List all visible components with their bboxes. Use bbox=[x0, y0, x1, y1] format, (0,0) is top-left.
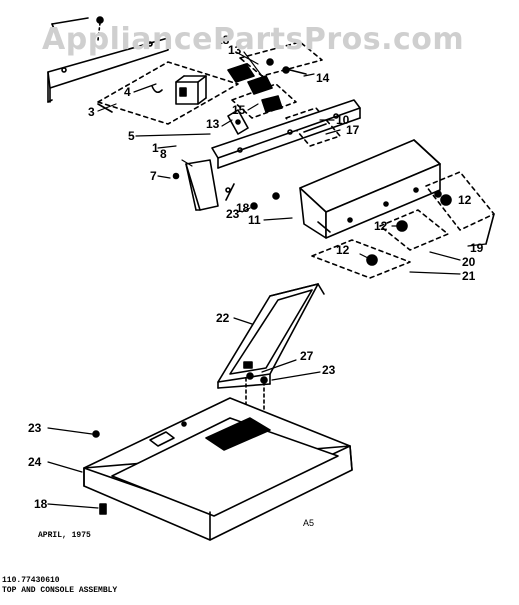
callout-27: 27 bbox=[300, 349, 314, 363]
callout-8: 8 bbox=[160, 147, 167, 161]
rear-bracket bbox=[47, 37, 169, 103]
watermark-text: AppliancePartsPros.com bbox=[42, 22, 465, 57]
callout-3: 3 bbox=[88, 105, 95, 119]
callout-17: 17 bbox=[346, 123, 360, 137]
console-panel bbox=[299, 139, 441, 239]
console-fasteners bbox=[225, 183, 280, 210]
callout-labels: 1 3 4 5 7 8 10 11 12 12 12 13 13 14 15 1… bbox=[28, 33, 484, 511]
dryer-top-panel bbox=[83, 397, 353, 541]
callout-12-a: 12 bbox=[458, 193, 472, 207]
callout-22: 22 bbox=[216, 311, 230, 325]
leader-lines bbox=[47, 51, 487, 509]
callout-19: 19 bbox=[470, 241, 484, 255]
console-end-cap bbox=[172, 159, 219, 211]
callout-23-c: 23 bbox=[28, 421, 42, 435]
lint-screen-panel bbox=[217, 283, 325, 389]
revision-date: APRIL, 1975 bbox=[38, 531, 91, 540]
callout-13-b: 13 bbox=[206, 117, 220, 131]
callout-11: 11 bbox=[248, 213, 261, 227]
console-brackets bbox=[211, 99, 361, 169]
knob-groups bbox=[311, 171, 495, 279]
callout-12-c: 12 bbox=[336, 243, 350, 257]
callout-10: 10 bbox=[336, 113, 350, 127]
callout-24: 24 bbox=[28, 455, 42, 469]
screw-group-top bbox=[227, 41, 323, 95]
callout-15: 15 bbox=[232, 103, 246, 117]
callout-20: 20 bbox=[462, 255, 476, 269]
callout-14: 14 bbox=[316, 71, 330, 85]
callout-5: 5 bbox=[128, 129, 135, 143]
callout-4: 4 bbox=[124, 85, 131, 99]
terminal-block-group bbox=[97, 61, 239, 125]
alignment-lines bbox=[245, 377, 265, 421]
callout-1: 1 bbox=[152, 141, 159, 155]
callout-21: 21 bbox=[462, 269, 476, 283]
callout-7: 7 bbox=[150, 169, 157, 183]
top-screws bbox=[51, 16, 104, 41]
figure-code: A5 bbox=[303, 518, 315, 528]
callout-12-b: 12 bbox=[374, 219, 388, 233]
callout-18-c: 18 bbox=[34, 497, 48, 511]
bottom-fasteners bbox=[92, 372, 268, 515]
model-number: 110.77430610 bbox=[2, 576, 60, 585]
callout-18-b: 18 bbox=[236, 201, 250, 215]
callout-23-a: 23 bbox=[226, 207, 240, 221]
callout-18-a: 18 bbox=[216, 33, 230, 47]
callout-13-a: 13 bbox=[228, 43, 242, 57]
diagram-title: TOP AND CONSOLE ASSEMBLY bbox=[2, 586, 118, 595]
callout-23-b: 23 bbox=[322, 363, 336, 377]
